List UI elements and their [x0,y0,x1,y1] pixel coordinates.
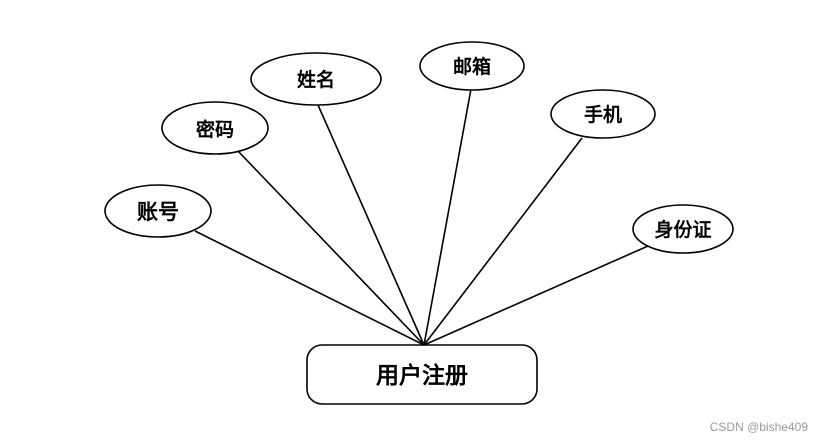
connector-mima [236,149,425,346]
attribute-label: 身份证 [654,218,711,241]
attribute-xingming: 姓名 [250,52,382,106]
connector-shouji [423,137,583,346]
entity-label: 用户注册 [376,362,468,389]
attribute-label: 姓名 [297,68,335,91]
attribute-label: 邮箱 [453,55,491,78]
watermark: CSDN @bishe409 [709,420,808,434]
attribute-mima: 密码 [161,101,269,155]
entity-user-registration: 用户注册 [306,344,538,405]
connector-shenfenzheng [423,245,649,346]
attribute-zhanghao: 账号 [104,184,212,238]
attribute-label: 手机 [584,103,622,126]
attribute-youxiang: 邮箱 [419,41,525,91]
attribute-label: 账号 [137,199,179,224]
connector-xingming [317,104,425,346]
attribute-label: 密码 [196,118,234,141]
connector-youxiang [423,88,472,346]
attribute-shenfenzheng: 身份证 [632,204,734,254]
attribute-shouji: 手机 [550,89,656,139]
connector-zhanghao [194,230,425,346]
